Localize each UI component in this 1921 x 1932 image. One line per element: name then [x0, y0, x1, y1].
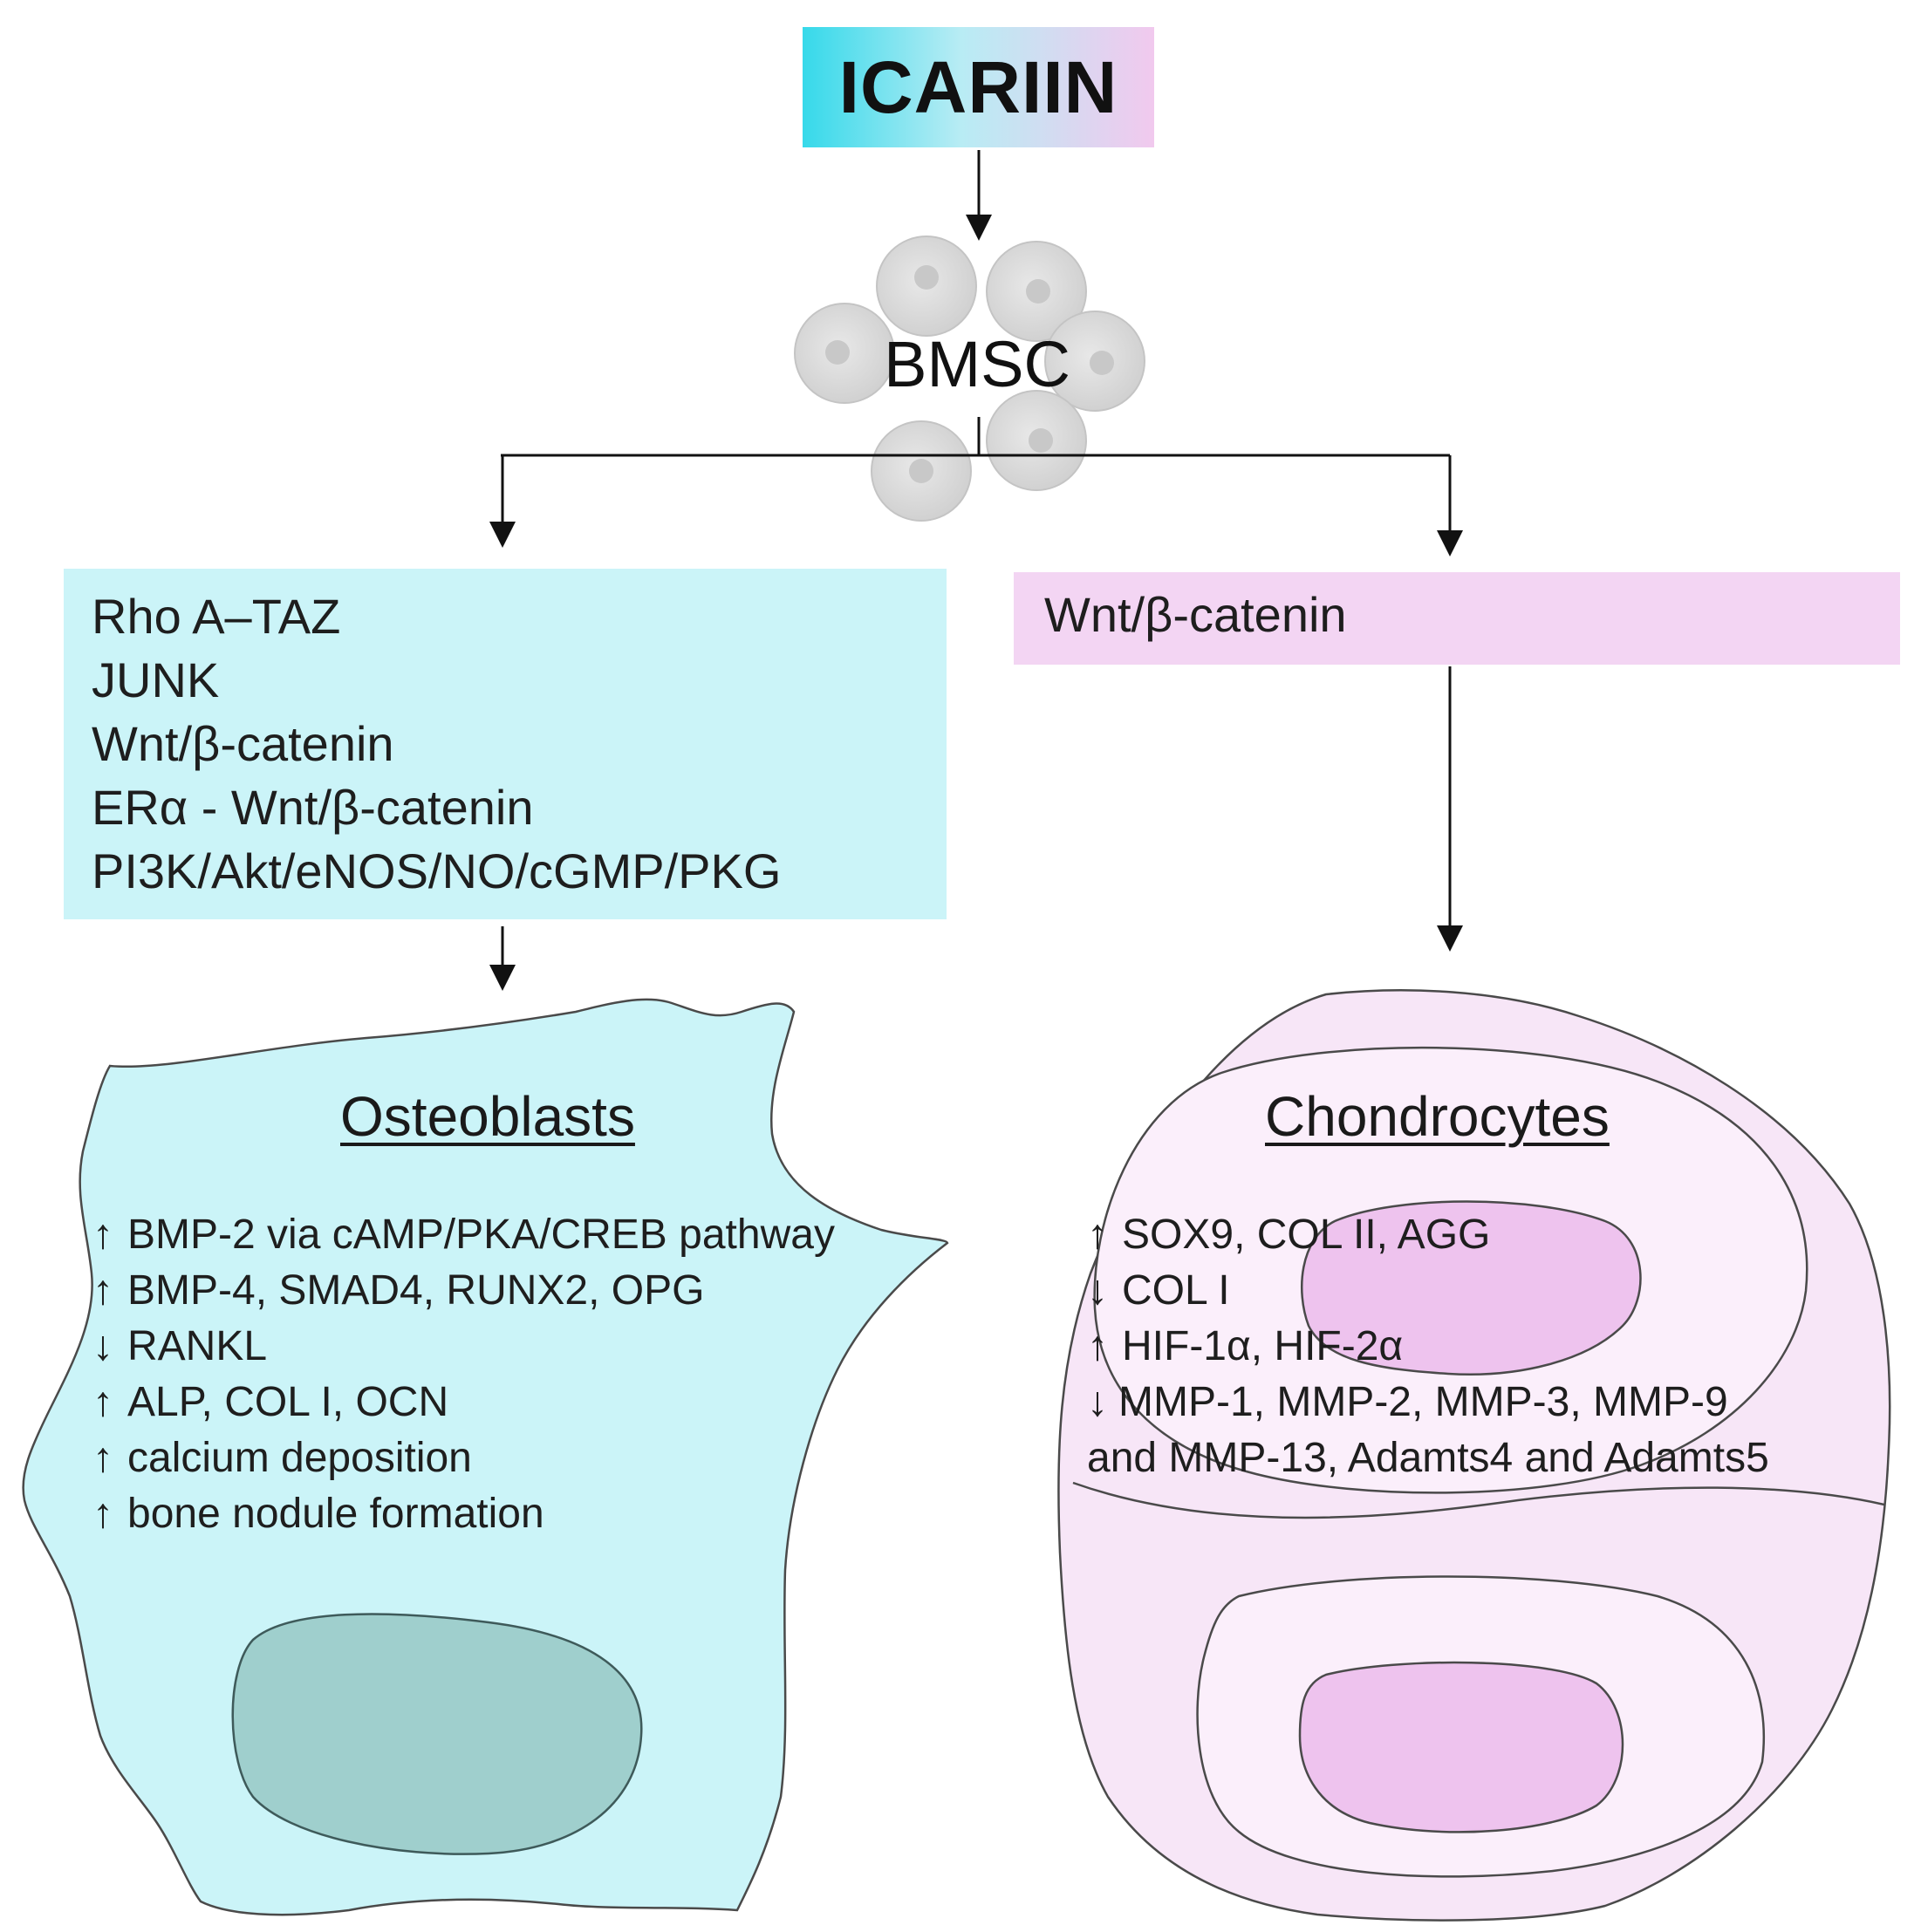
- effect-arrow: ↑: [92, 1379, 113, 1425]
- bmsc-cell: [1044, 311, 1145, 412]
- osteogenic-pathway-list: Rho A–TAZ JUNK Wnt/β-catenin ERα - Wnt/β…: [92, 584, 781, 903]
- effect-text: BMP-4, SMAD4, RUNX2, OPG: [127, 1267, 705, 1314]
- effect-item: ↑ bone nodule formation: [92, 1486, 835, 1542]
- effect-text: calcium deposition: [127, 1435, 472, 1481]
- effect-item: and MMP-13, Adamts4 and Adamts5: [1087, 1430, 1769, 1486]
- bmsc-cell: [794, 303, 895, 404]
- effect-item: ↑ HIF-1α, HIF-2α: [1087, 1319, 1769, 1375]
- effect-item: ↑ ALP, COL I, OCN: [92, 1375, 835, 1430]
- effect-arrow: ↓: [1087, 1379, 1108, 1425]
- effect-text: ALP, COL I, OCN: [127, 1379, 449, 1425]
- chondrogenic-pathway-box: Wnt/β-catenin: [1014, 572, 1900, 665]
- effect-text: BMP-2 via cAMP/PKA/CREB pathway: [127, 1212, 835, 1258]
- osteoblast-nucleus: [231, 1613, 643, 1855]
- chondrocyte-nucleus-lower: [1298, 1661, 1624, 1833]
- osteoblast-effects-list: ↑ BMP-2 via cAMP/PKA/CREB pathway ↑ BMP-4,…: [92, 1207, 835, 1542]
- effect-item: ↓ COL I: [1087, 1263, 1769, 1319]
- effect-text: SOX9, COL II, AGG: [1122, 1212, 1491, 1258]
- chondrocyte-nucleus-upper: [1301, 1200, 1642, 1376]
- effect-arrow: ↓: [1087, 1267, 1108, 1314]
- bmsc-cell: [986, 241, 1087, 342]
- effect-item: ↑ BMP-2 via cAMP/PKA/CREB pathway: [92, 1207, 835, 1263]
- chondrocyte-cell: [1057, 989, 1891, 1922]
- bmsc-cell: [986, 390, 1087, 491]
- chondrocyte-effects-list: ↑ SOX9, COL II, AGG ↓ COL I ↑ HIF-1α, HIF-2…: [1087, 1207, 1769, 1486]
- pathway-item: JUNK: [92, 652, 220, 707]
- chondrogenic-pathway-label: Wnt/β-catenin: [1044, 587, 1347, 642]
- effect-item: ↑ calcium deposition: [92, 1430, 835, 1486]
- effect-arrow: ↑: [92, 1491, 113, 1537]
- bmsc-cell: [876, 236, 977, 337]
- branch-connector: [489, 417, 1463, 991]
- icariin-title: ICARIIN: [838, 45, 1118, 128]
- effect-item: ↓ RANKL: [92, 1319, 835, 1375]
- chondrocyte-division-line: [1072, 1481, 1885, 1519]
- pathway-item: Rho A–TAZ: [92, 589, 341, 644]
- chondrocytes-title: Chondrocytes: [1265, 1085, 1610, 1148]
- effect-item: ↑ SOX9, COL II, AGG: [1087, 1207, 1769, 1263]
- osteoblasts-title: Osteoblasts: [340, 1085, 635, 1148]
- effect-text: bone nodule formation: [127, 1491, 544, 1537]
- icariin-box: ICARIIN: [803, 27, 1154, 147]
- pathway-item: Wnt/β-catenin: [92, 716, 394, 771]
- effect-arrow: ↑: [1087, 1212, 1108, 1258]
- effect-arrow: ↑: [92, 1267, 113, 1314]
- effect-text: HIF-1α, HIF-2α: [1122, 1323, 1404, 1369]
- bmsc-cell: [871, 420, 972, 522]
- effect-item: ↑ BMP-4, SMAD4, RUNX2, OPG: [92, 1263, 835, 1319]
- effect-arrow: ↑: [1087, 1323, 1108, 1369]
- effect-text: COL I: [1122, 1267, 1230, 1314]
- bmsc-label: BMSC: [884, 328, 1070, 400]
- effect-arrow: ↑: [92, 1435, 113, 1481]
- osteoblast-cell: [22, 998, 949, 1916]
- effect-item: ↓MMP-1, MMP-2, MMP-3, MMP-9: [1087, 1375, 1769, 1430]
- effect-text: MMP-1, MMP-2, MMP-3, MMP-9: [1118, 1379, 1728, 1425]
- effect-text: RANKL: [127, 1323, 268, 1369]
- osteogenic-pathways-box: Rho A–TAZ JUNK Wnt/β-catenin ERα - Wnt/β…: [64, 569, 947, 919]
- effect-arrow: ↓: [92, 1323, 113, 1369]
- pathway-item: PI3K/Akt/eNOS/NO/cGMP/PKG: [92, 843, 782, 898]
- pathway-item: ERα - Wnt/β-catenin: [92, 780, 534, 835]
- bmsc-cell-cluster: [794, 236, 1145, 522]
- effect-arrow: ↑: [92, 1212, 113, 1258]
- effect-text: and MMP-13, Adamts4 and Adamts5: [1087, 1435, 1769, 1481]
